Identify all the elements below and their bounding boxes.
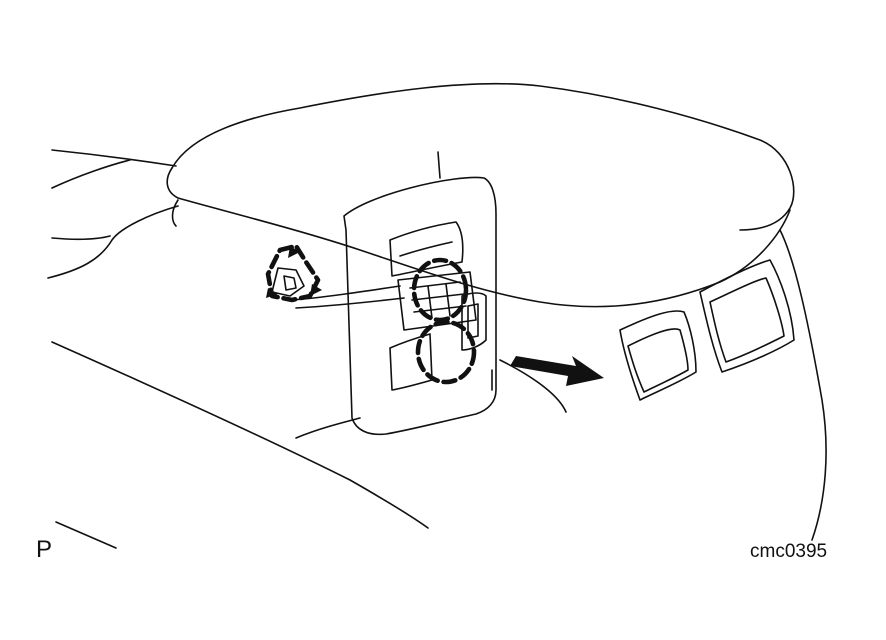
claw-detail	[271, 267, 305, 297]
view-corner-label: P	[36, 536, 53, 563]
rear-vents	[619, 259, 795, 401]
console-rear-panel	[295, 229, 827, 541]
armrest-lid	[166, 82, 795, 308]
removal-direction-arrow	[510, 356, 604, 386]
claw-arrowheads	[266, 246, 322, 298]
seat-outline-lines	[47, 149, 429, 549]
figure-code-label: cmc0395	[750, 541, 828, 562]
